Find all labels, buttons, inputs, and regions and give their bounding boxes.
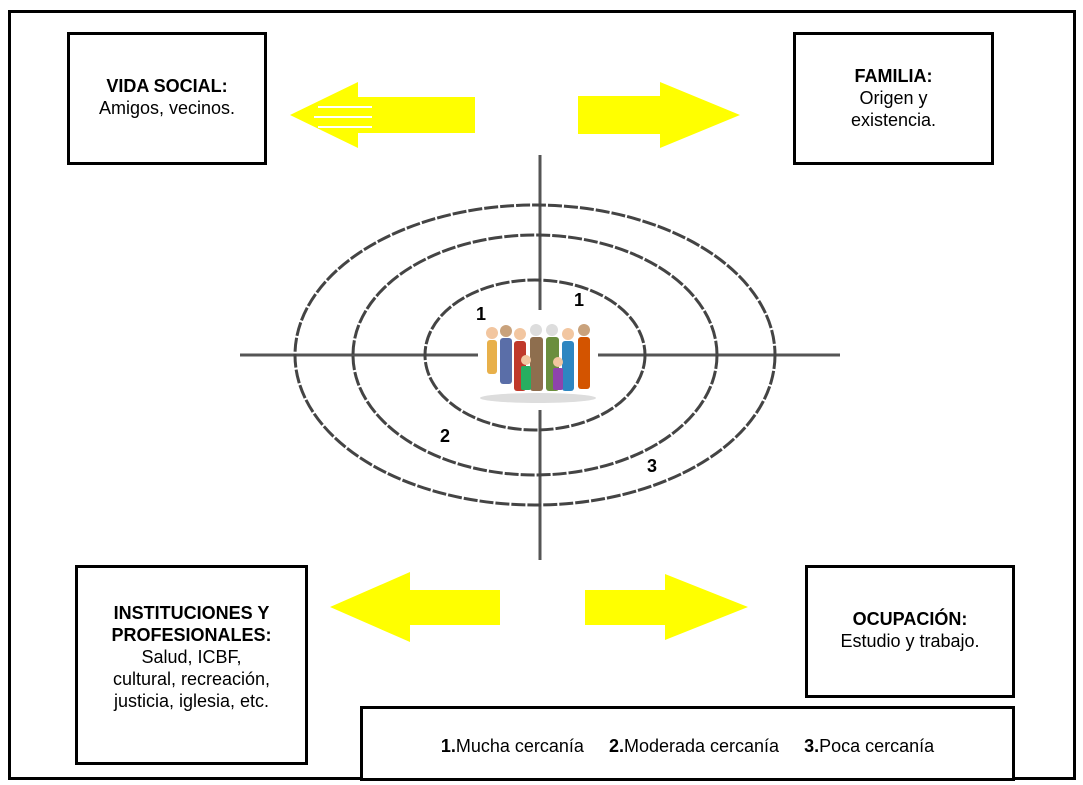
arrow-left-bottom [330,572,500,642]
ring-inner [423,278,647,432]
social-life-box: VIDA SOCIAL: Amigos, vecinos. [67,32,267,165]
ring-outer [293,203,777,507]
institutions-title-line1: INSTITUCIONES Y [113,603,270,623]
legend-box: 1.Mucha cercanía 2.Moderada cercanía 3.P… [360,706,1015,781]
ring-label-inner-left: 1 [476,304,487,324]
arrow-left-top [290,82,475,148]
legend-item: 2.Moderada cercanía [608,736,780,756]
ring-label-middle: 2 [440,426,451,446]
family-title: FAMILIA: [854,66,933,86]
occupation-body: Estudio y trabajo. [840,631,980,651]
family-body-line2: existencia. [850,110,937,130]
legend-item: 1.Mucha cercanía [440,736,584,756]
ring-label-outer: 3 [647,456,658,476]
institutions-body-line1: Salud, ICBF, [141,647,242,667]
legend-item: 3.Poca cercanía [804,736,935,756]
arrow-right-top [578,82,740,148]
occupation-box: OCUPACIÓN: Estudio y trabajo. [805,565,1015,698]
occupation-title: OCUPACIÓN: [852,609,968,629]
family-illustration [478,310,598,410]
arrow-right-bottom [585,574,748,640]
ring-middle [351,233,719,477]
social-title: VIDA SOCIAL: [106,76,228,96]
institutions-body-line2: cultural, recreación, [112,669,271,689]
institutions-body-line3: justicia, iglesia, etc. [113,691,270,711]
family-box: FAMILIA: Origen y existencia. [793,32,994,165]
family-body-line1: Origen y [859,88,928,108]
institutions-title-line2: PROFESIONALES: [111,625,272,645]
social-body: Amigos, vecinos. [98,98,236,118]
institutions-box: INSTITUCIONES Y PROFESIONALES: Salud, IC… [75,565,308,765]
ring-label-inner-right: 1 [574,290,585,310]
